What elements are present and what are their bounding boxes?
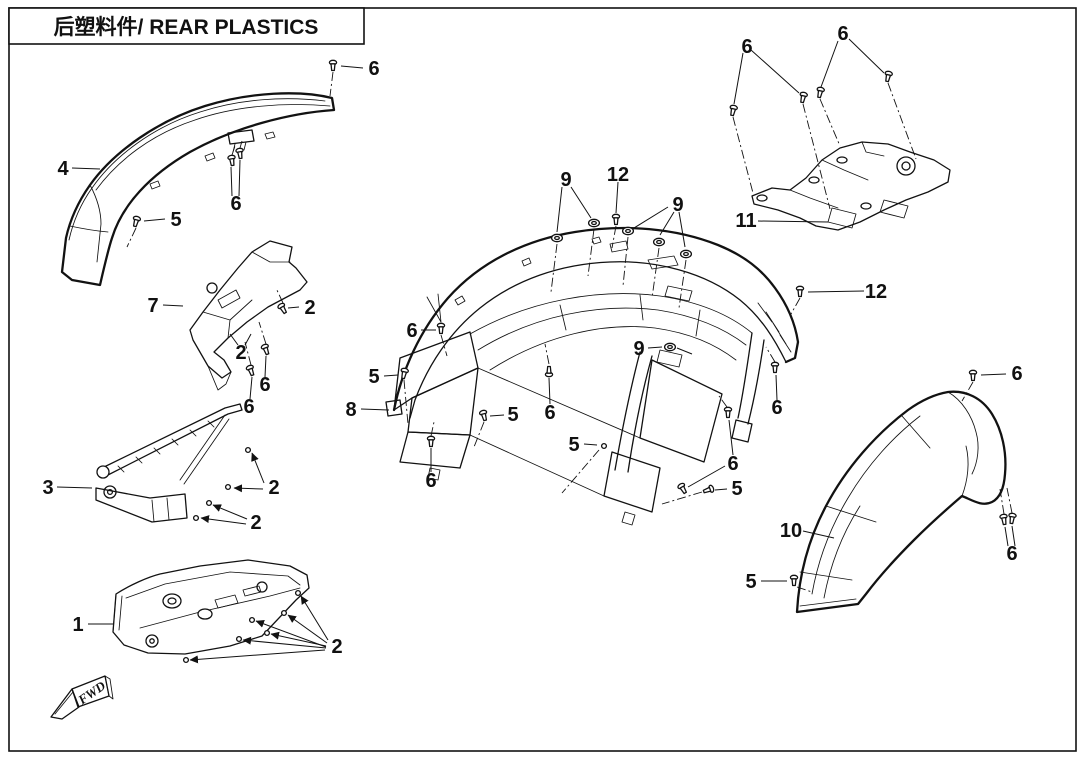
callout-label-2: 2 bbox=[304, 297, 315, 319]
callout-label-5: 5 bbox=[568, 434, 579, 456]
callout-label-2: 2 bbox=[268, 477, 279, 499]
part-1-drawing bbox=[112, 559, 310, 655]
callout-label-8: 8 bbox=[345, 399, 356, 421]
fwd-label: FWD bbox=[74, 678, 108, 708]
callout-label-5: 5 bbox=[170, 209, 181, 231]
callout-label-6: 6 bbox=[837, 23, 848, 45]
callout-label-6: 6 bbox=[243, 396, 254, 418]
fwd-arrow: FWD bbox=[50, 675, 114, 720]
callout-label-6: 6 bbox=[259, 374, 270, 396]
part-11-drawing bbox=[751, 141, 951, 231]
leader-lines bbox=[56, 38, 1016, 664]
callout-label-11: 11 bbox=[735, 210, 756, 232]
callout-label-5: 5 bbox=[745, 571, 756, 593]
callout-label-12: 12 bbox=[865, 281, 887, 303]
callout-label-1: 1 bbox=[72, 614, 83, 636]
callout-label-5: 5 bbox=[507, 404, 518, 426]
callout-label-5: 5 bbox=[731, 478, 742, 500]
callout-label-4: 4 bbox=[57, 158, 69, 180]
title-block: 后塑料件/ REAR PLASTICS bbox=[8, 7, 365, 45]
callout-label-6: 6 bbox=[425, 470, 436, 492]
callout-label-3: 3 bbox=[42, 477, 53, 499]
callout-label-6: 6 bbox=[771, 397, 782, 419]
callout-label-9: 9 bbox=[633, 338, 644, 360]
callout-label-6: 6 bbox=[1011, 363, 1022, 385]
callout-label-9: 9 bbox=[560, 169, 571, 191]
callout-label-6: 6 bbox=[544, 402, 555, 424]
assembly-axis-lines bbox=[126, 71, 1013, 593]
callout-label-10: 10 bbox=[780, 520, 802, 542]
callout-label-9: 9 bbox=[672, 194, 683, 216]
callout-label-6: 6 bbox=[368, 58, 379, 80]
title-box bbox=[8, 7, 365, 45]
callout-label-6: 6 bbox=[406, 320, 417, 342]
part-4-drawing bbox=[60, 92, 336, 287]
callout-label-6: 6 bbox=[727, 453, 738, 475]
callout-label-2: 2 bbox=[331, 636, 342, 658]
callout-label-12: 12 bbox=[607, 164, 629, 186]
callout-label-6: 6 bbox=[230, 193, 241, 215]
callout-label-5: 5 bbox=[368, 366, 379, 388]
callout-label-6: 6 bbox=[741, 36, 752, 58]
callout-label-2: 2 bbox=[250, 512, 261, 534]
part-7-drawing bbox=[189, 240, 308, 391]
page-frame bbox=[8, 7, 1077, 752]
callout-label-7: 7 bbox=[147, 295, 158, 317]
page-title: 后塑料件/ REAR PLASTICS bbox=[54, 16, 319, 39]
part-10-drawing bbox=[795, 390, 1007, 614]
callout-label-6: 6 bbox=[1006, 543, 1017, 565]
part-3-drawing bbox=[95, 403, 243, 523]
callout-label-2: 2 bbox=[235, 342, 246, 364]
